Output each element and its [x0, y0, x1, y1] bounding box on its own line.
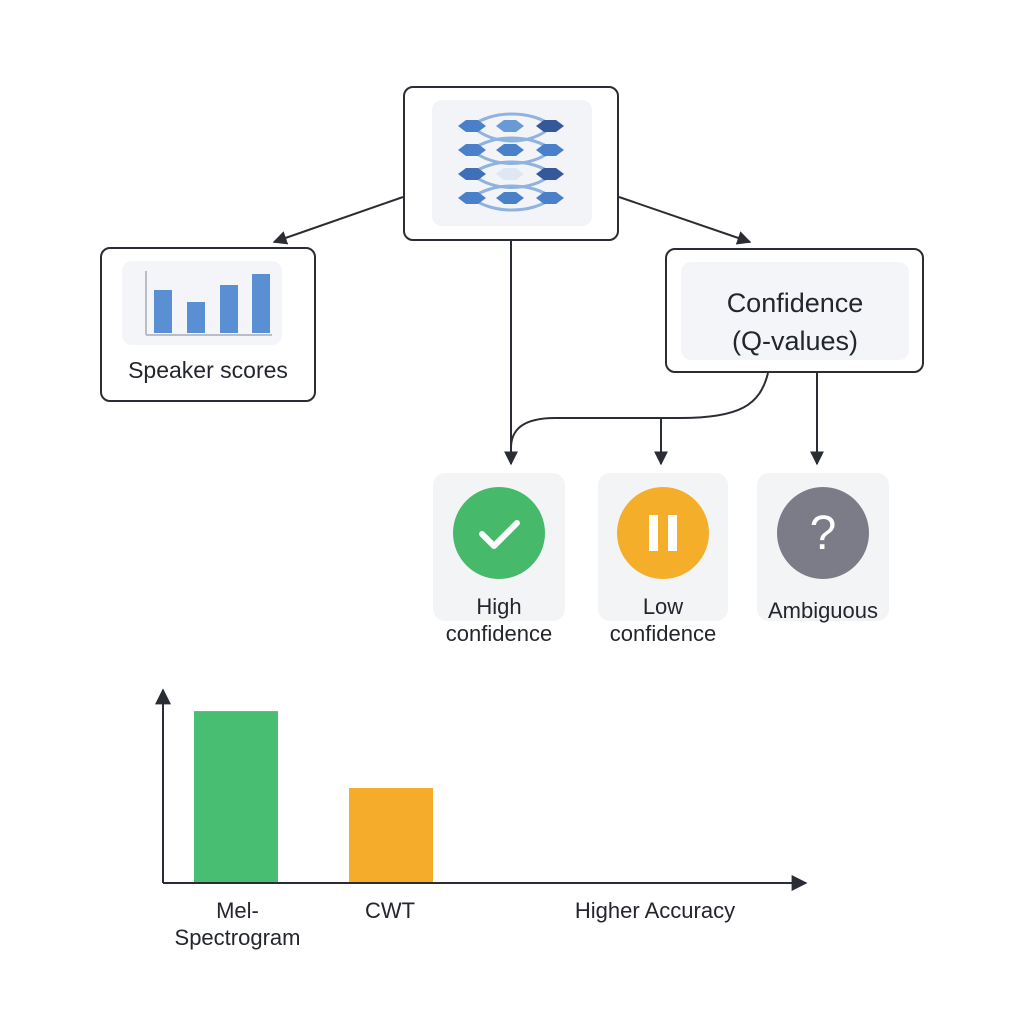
bar-chart-icon	[145, 271, 272, 336]
confidence-node: Confidence (Q-values)	[665, 248, 924, 373]
network-node	[403, 86, 619, 241]
network-panel	[432, 100, 592, 226]
outcome-low-label: Low confidence	[609, 594, 717, 646]
outcome-low-confidence: Low confidence	[598, 473, 728, 646]
speaker-scores-node: Speaker scores	[100, 247, 316, 402]
bar-label-mel-spectrogram: Mel- Spectrogram	[174, 898, 301, 950]
arrow-confidence-curve	[510, 372, 769, 449]
pause-icon	[617, 487, 709, 579]
speaker-scores-label: Speaker scores	[128, 357, 288, 383]
question-mark-icon: ?	[777, 487, 869, 579]
outcome-ambiguous-label: Ambiguous	[767, 598, 879, 623]
outcome-high-label: High confidence	[445, 594, 553, 646]
arrow-network-to-speaker	[272, 196, 404, 245]
outcome-high-confidence: High confidence	[433, 473, 565, 646]
svg-text:?: ?	[810, 507, 837, 560]
bar-cwt	[349, 788, 433, 882]
neural-network-icon	[458, 112, 564, 212]
speaker-chart-panel	[122, 261, 282, 345]
outcome-ambiguous: ? Ambiguous	[757, 473, 889, 623]
checkmark-icon	[453, 487, 545, 579]
arrow-network-to-confidence	[618, 196, 752, 245]
confidence-panel: Confidence (Q-values)	[681, 262, 909, 360]
x-axis-label: Higher Accuracy	[574, 898, 736, 923]
bar-melspectrogram	[194, 711, 278, 882]
confidence-label: Confidence (Q-values)	[726, 288, 864, 356]
bar-label-cwt: CWT	[364, 898, 416, 923]
